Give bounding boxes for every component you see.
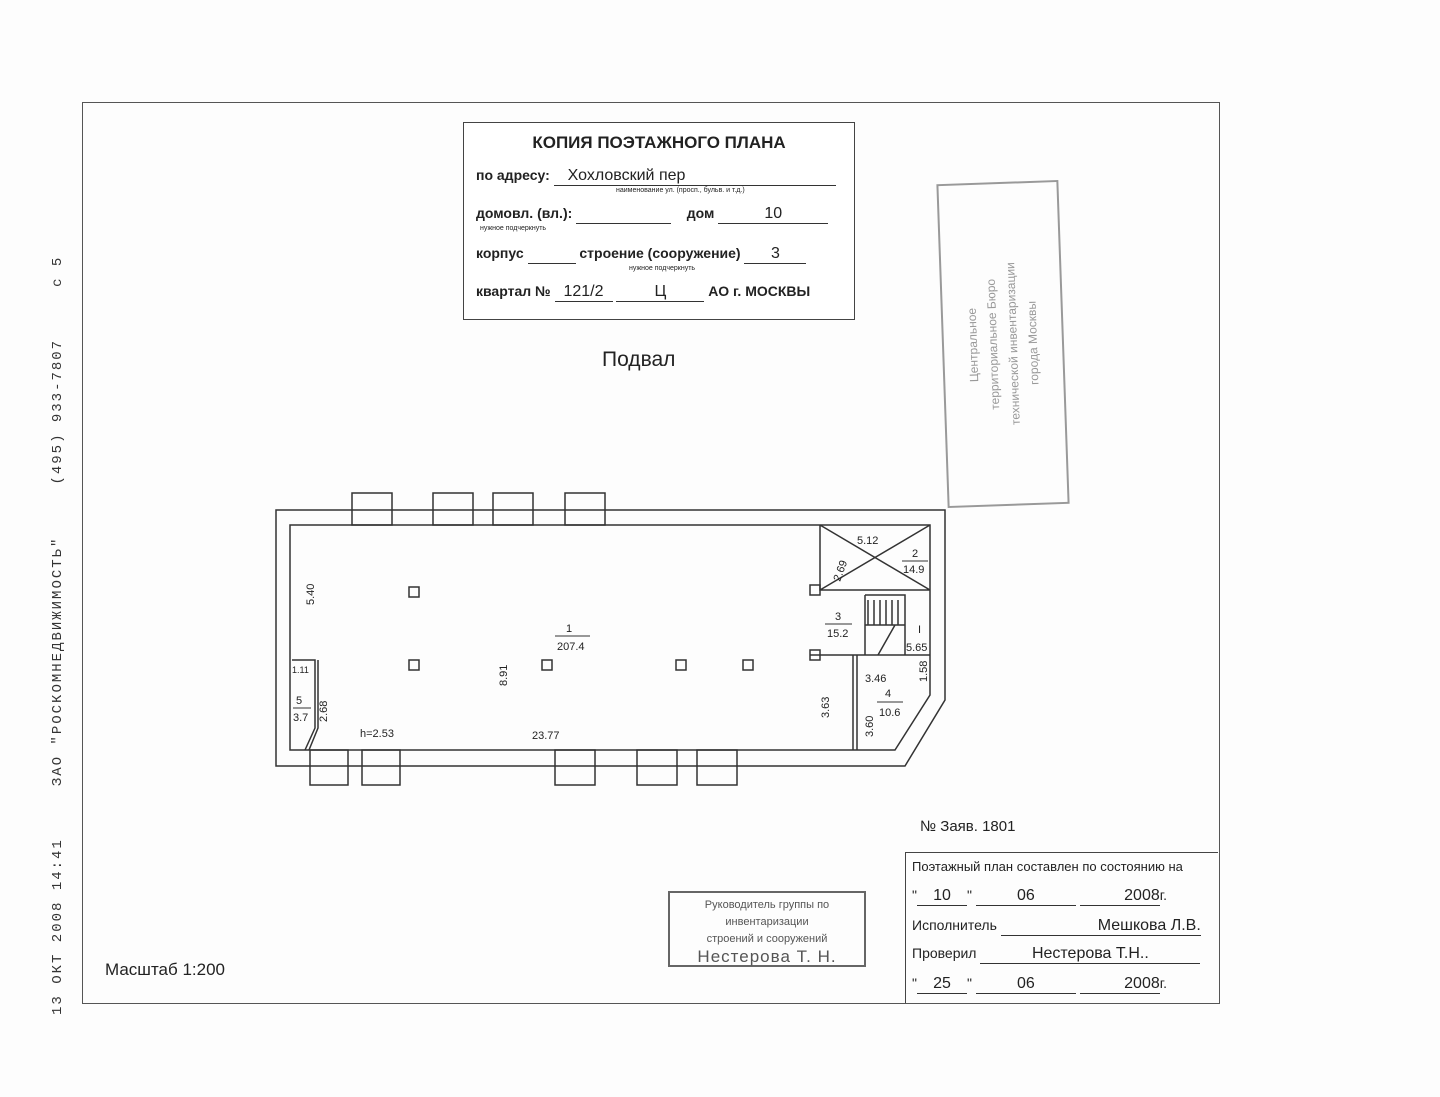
- dom-value: 10: [718, 205, 829, 224]
- floor-title: Подвал: [602, 348, 676, 371]
- executor-row: Исполнитель Мешкова Л.В.: [912, 917, 1201, 936]
- domovl-label: домовл. (вл.):: [476, 205, 573, 221]
- state-info-block: Поэтажный план составлен по состоянию на…: [905, 852, 1218, 1003]
- dim: 1.58: [918, 661, 930, 682]
- room-number: 4: [885, 688, 891, 700]
- dom-label: дом: [686, 205, 715, 221]
- day2: 25: [916, 975, 967, 994]
- document-title: КОПИЯ ПОЭТАЖНОГО ПЛАНА: [532, 133, 786, 152]
- room-area: 207.4: [557, 641, 585, 653]
- room-area: 3.7: [293, 712, 308, 724]
- scale-label: Масштаб 1:200: [105, 960, 225, 979]
- year2: 2008: [1079, 975, 1160, 994]
- domovl-value: [576, 205, 672, 224]
- korpus-label: корпус: [476, 245, 524, 261]
- day1: 10: [916, 887, 967, 906]
- room-number: 3: [835, 611, 841, 623]
- dim: 23.77: [532, 730, 560, 742]
- group-head-stamp: Руководитель группы по инвентаризации ст…: [668, 891, 866, 967]
- stamp-line: строений и сооружений: [706, 933, 828, 945]
- dim: 3.60: [864, 716, 876, 737]
- year1: 2008: [1079, 887, 1160, 906]
- domovl-hint: нужное подчеркнуть: [480, 225, 547, 232]
- light-wells-bottom: [309, 749, 738, 786]
- address-row: по адресу: Хохловский пер: [476, 167, 836, 186]
- dim: 2.69: [832, 559, 851, 583]
- partition-room4: [810, 654, 930, 750]
- room-area: 15.2: [827, 628, 848, 640]
- stroenie-value: 3: [744, 245, 807, 264]
- ao-label: АО г. МОСКВЫ: [708, 283, 811, 299]
- check-date: "25" 06 2008г.: [912, 975, 1168, 994]
- room-number: 1: [566, 623, 572, 635]
- stamp-line: Руководитель группы по инвентаризации: [704, 899, 830, 928]
- outer-wall: [275, 509, 946, 767]
- checker-row: Проверил Нестерова Т.Н..: [912, 945, 1201, 964]
- kvartal-row: квартал № 121/2 Ц АО г. МОСКВЫ: [476, 283, 810, 302]
- checker-label: Проверил: [912, 945, 977, 961]
- dim: 5.65: [906, 642, 927, 654]
- dim: 2.68: [318, 701, 330, 722]
- address-value: Хохловский пер: [553, 167, 836, 186]
- kvartal-value: 121/2: [554, 283, 613, 302]
- month1: 06: [975, 887, 1076, 906]
- dim: 1.11: [292, 665, 309, 675]
- room-area: 10.6: [879, 707, 900, 719]
- dim: 5.40: [305, 584, 317, 605]
- stroenie-hint: нужное подчеркнуть: [629, 265, 696, 272]
- columns: [408, 586, 754, 671]
- inner-wall: [289, 524, 931, 751]
- stroenie-label: строение (сооружение): [579, 245, 741, 261]
- executor-name: Мешкова Л.В.: [1000, 917, 1201, 936]
- year-suffix: г.: [1159, 887, 1168, 903]
- stamp-name: Нестерова Т. Н.: [697, 947, 837, 966]
- state-date: "10" 06 2008г.: [912, 887, 1168, 906]
- dim: h=2.53: [360, 728, 394, 740]
- dim: 3.46: [865, 673, 886, 685]
- dom-row: домовл. (вл.): дом 10: [476, 205, 829, 224]
- title-block: КОПИЯ ПОЭТАЖНОГО ПЛАНА по адресу: Хохлов…: [463, 122, 855, 320]
- stroenie-row: корпус строение (сооружение) 3: [476, 245, 807, 264]
- kvartal-label: квартал №: [476, 283, 551, 299]
- address-hint: наименование ул. (просп., бульв. и т.д.): [616, 187, 745, 194]
- room-area: 14.9: [903, 564, 924, 576]
- ao-value: Ц: [616, 283, 705, 302]
- executor-label: Исполнитель: [912, 917, 997, 933]
- room-number: 5: [296, 695, 302, 707]
- korpus-value: [527, 245, 576, 264]
- application-number: № Заяв. 1801: [920, 818, 1016, 835]
- month2: 06: [975, 975, 1076, 994]
- partition-room5: [292, 659, 319, 751]
- light-wells-top: [351, 492, 606, 526]
- dim: 3.63: [820, 697, 832, 718]
- drawing-frame: [82, 102, 1220, 1004]
- stairs: [864, 594, 906, 656]
- year-suffix: г.: [1159, 975, 1168, 991]
- stair-label: I: [918, 624, 921, 636]
- room-number: 2: [912, 548, 918, 560]
- state-label: Поэтажный план составлен по состоянию на: [912, 859, 1183, 874]
- address-label: по адресу:: [476, 167, 550, 183]
- dim: 5.12: [857, 535, 878, 547]
- dim: 8.91: [498, 665, 510, 686]
- checker-name: Нестерова Т.Н..: [980, 945, 1201, 964]
